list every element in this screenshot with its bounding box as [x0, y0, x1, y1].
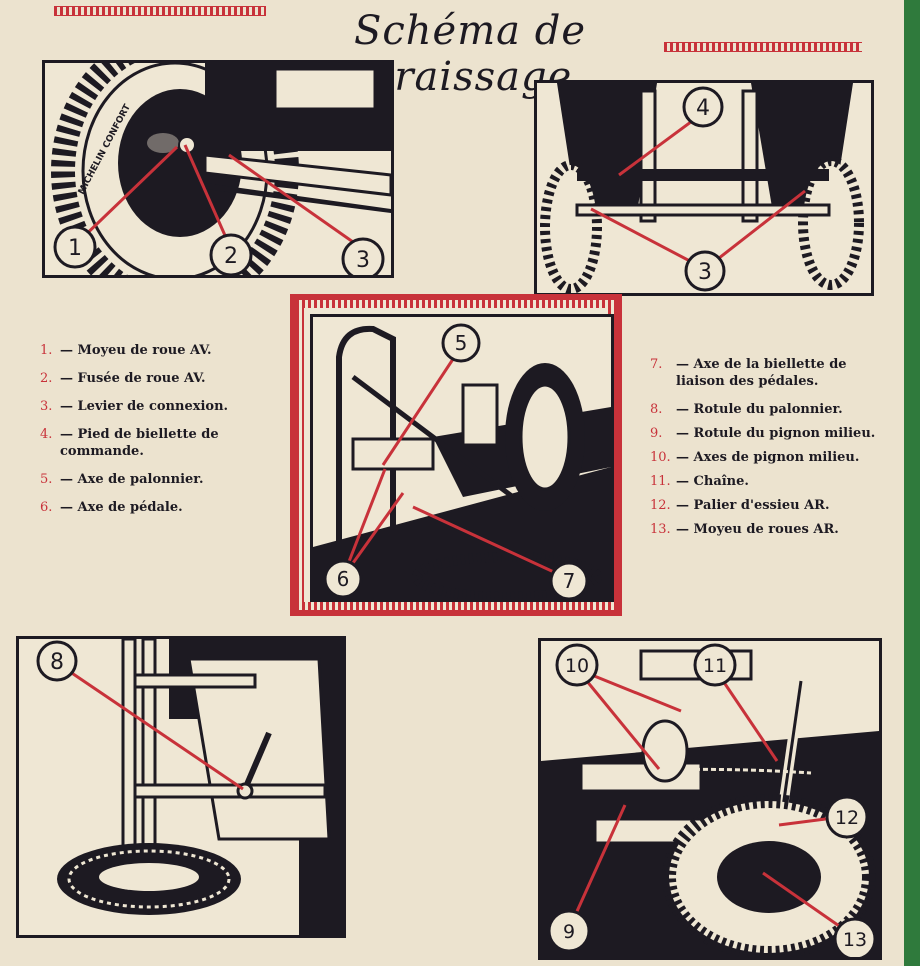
callout-6: 6 [337, 567, 350, 591]
legend-item: 12.— Palier d'essieu AR. [650, 498, 830, 513]
legend-item: 13.— Moyeu de roues AR. [650, 522, 839, 537]
callout-12: 12 [835, 807, 859, 829]
legend-right: 7.— Axe de la biellette de liaison des p… [650, 356, 880, 549]
legend-item: 4.— Pied de biellette de commande. [40, 427, 219, 459]
legend-item: 6.— Axe de pédale. [40, 500, 183, 515]
callout-7: 7 [563, 569, 576, 593]
legend-item: 2.— Fusée de roue AV. [40, 371, 206, 386]
illustration-pedals: 5 6 7 [310, 314, 614, 602]
callout-3: 3 [356, 248, 370, 273]
callout-4: 4 [696, 96, 710, 121]
legend-item: 5.— Axe de palonnier. [40, 472, 204, 487]
legend-item: 10.— Axes de pignon milieu. [650, 450, 860, 465]
callout-8: 8 [50, 650, 64, 675]
legend-item: 8.— Rotule du palonnier. [650, 402, 843, 417]
illustration-front-wheel: 1 2 3 MICHELIN CONFORT [42, 60, 394, 278]
callout-5: 5 [455, 331, 468, 355]
title-rule-right [664, 42, 862, 52]
callout-13: 13 [843, 929, 867, 951]
callout-9: 9 [563, 921, 575, 943]
callout-11: 11 [703, 655, 727, 677]
legend-item: 7.— Axe de la biellette de liaison des p… [650, 357, 847, 389]
page-title: Schéma de graissage [353, 8, 586, 100]
callout-3b: 3 [698, 260, 712, 285]
green-page-edge [904, 0, 920, 966]
illustration-front-axle: 4 3 [534, 80, 874, 296]
legend-item: 1.— Moyeu de roue AV. [40, 343, 212, 358]
callout-10: 10 [565, 655, 589, 677]
callout-1: 1 [68, 236, 82, 261]
legend-item: 9.— Rotule du pignon milieu. [650, 426, 876, 441]
title-rule-left [54, 6, 266, 16]
illustration-pedal-rod: 8 [16, 636, 346, 938]
legend-item: 3.— Levier de connexion. [40, 399, 229, 414]
callout-2: 2 [224, 244, 238, 269]
illustration-rear-axle: 10 11 12 9 13 [538, 638, 882, 960]
legend-item: 11.— Chaîne. [650, 474, 749, 489]
legend-left: 1.— Moyeu de roue AV. 2.— Fusée de roue … [40, 342, 276, 527]
illustration-pedal-frame: 5 6 7 [290, 294, 622, 616]
